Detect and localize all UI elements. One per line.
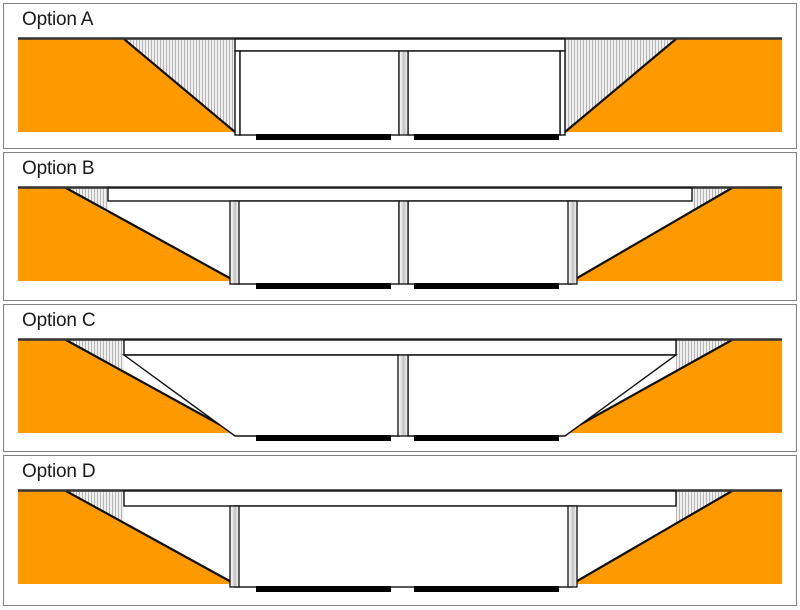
center-pier [397, 354, 409, 437]
left-slope-line [123, 38, 236, 133]
right-footing [414, 435, 559, 441]
option-c-label: Option C [22, 310, 96, 331]
bridge-deck [234, 38, 566, 52]
option-panel-c: Option C [3, 304, 797, 452]
option-panel-a: Option A [3, 3, 797, 149]
left-abutment-wall [234, 50, 241, 136]
right-embankment [572, 188, 782, 281]
center-pier [398, 200, 409, 285]
left-embankment [18, 39, 235, 132]
left-embankment [18, 340, 235, 433]
main-span-opening [234, 505, 573, 588]
left-footing [256, 134, 391, 140]
option-a-drawing [18, 37, 782, 140]
right-slope-line [564, 38, 677, 133]
right-span-opening [407, 200, 573, 285]
bridge-deck [123, 339, 677, 356]
option-a-label: Option A [22, 9, 94, 30]
option-panel-d: Option D [3, 455, 797, 606]
right-pier [567, 200, 578, 285]
option-panel-b: Option B [3, 152, 797, 301]
right-footing [414, 283, 559, 289]
bridge-deck [123, 490, 677, 507]
right-footing [414, 134, 559, 140]
option-b-drawing [18, 186, 782, 289]
right-embankment [565, 340, 782, 433]
left-slope-line [65, 490, 236, 585]
left-span-opening [239, 50, 400, 136]
left-span-opening [234, 200, 400, 285]
left-pier [229, 505, 240, 588]
right-footing [414, 586, 559, 592]
right-slope-line [571, 187, 733, 282]
right-embankment [572, 491, 782, 584]
right-span-opening [407, 50, 561, 136]
left-embankment [18, 491, 235, 584]
option-c-drawing [18, 338, 782, 441]
bridge-deck [107, 187, 693, 202]
left-footing [256, 283, 391, 289]
right-embankment [565, 39, 782, 132]
left-footing [256, 586, 391, 592]
right-abutment-wall [559, 50, 566, 136]
left-embankment [18, 188, 235, 281]
right-slope-line [571, 490, 733, 585]
left-slope-line [65, 339, 236, 434]
left-slope-line [65, 187, 236, 282]
option-d-label: Option D [22, 461, 96, 482]
center-pier [398, 50, 409, 136]
left-pier [229, 200, 240, 285]
option-d-drawing [18, 489, 782, 592]
right-pier [567, 505, 578, 588]
option-b-label: Option B [22, 158, 95, 179]
left-footing [256, 435, 391, 441]
right-slope-line [564, 339, 733, 434]
